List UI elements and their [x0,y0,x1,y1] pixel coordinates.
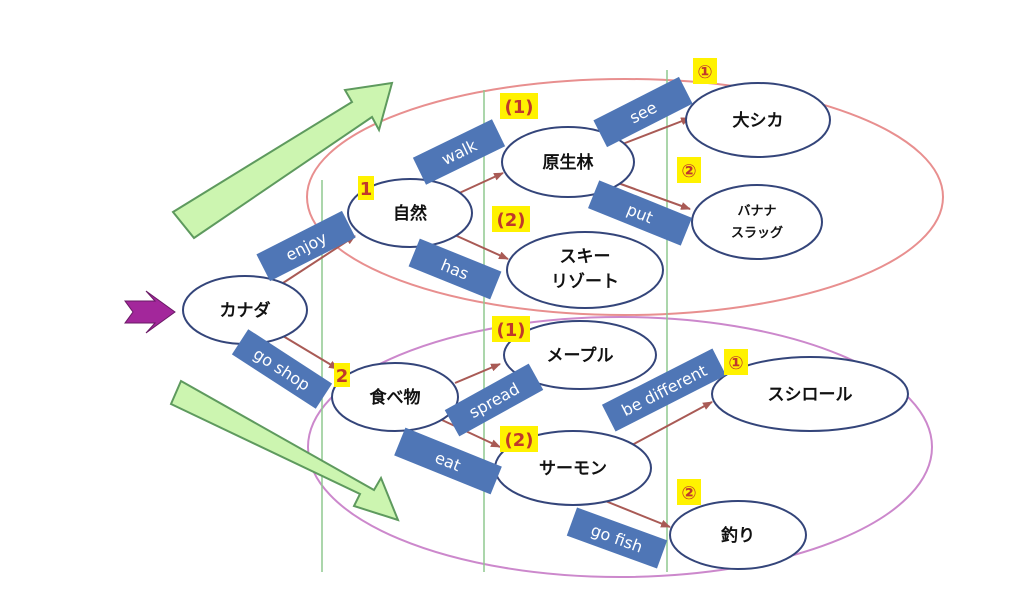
node-nature-label: 自然 [393,203,427,224]
arrow-nature-forest [454,172,504,196]
marker-maple: (1) [492,316,530,342]
node-ski-label-line1: スキー [560,247,611,267]
verb-see: see [593,76,693,148]
marker-ski-label: (2) [497,210,526,231]
marker-salmon: (2) [500,426,538,452]
arrow-food-maple [454,363,501,384]
marker-slug: ② [677,157,701,183]
arrow-forest-slug [617,182,691,210]
marker-deer: ① [693,58,717,84]
marker-deer-label: ① [697,62,712,83]
marker-fishing: ② [677,479,701,505]
verb-go-shop: go shop [231,329,333,409]
node-canada-label: カナダ [220,300,271,321]
entry-arrow-icon [124,290,176,334]
verb-walk: walk [412,119,506,185]
node-slug-label-line1: バナナ [737,204,776,219]
node-forest: 原生林 [501,126,635,198]
node-ski-label-line2: リゾート [551,272,619,292]
marker-sushi: ① [724,349,748,375]
node-sushi-label: スシロール [768,385,853,405]
arrow-nature-ski [447,231,509,260]
big-up-arrow-icon [171,81,394,240]
marker-food-label: 2 [336,366,349,387]
marker-salmon-label: (2) [505,430,534,451]
node-deer-label: 大シカ [733,110,784,131]
marker-forest-label: (1) [505,97,534,118]
node-canada: カナダ [182,275,308,345]
marker-forest: (1) [500,93,538,119]
arrow-salmon-sushi [631,401,713,446]
marker-maple-label: (1) [497,320,526,341]
verb-put: put [588,180,692,246]
arrow-food-salmon [441,419,501,448]
big-down-arrow-icon [169,379,400,522]
node-salmon-label: サーモン [539,459,607,479]
marker-sushi-label: ① [728,353,743,374]
node-food: 食べ物 [331,362,459,432]
node-food-label: 食べ物 [370,387,421,408]
node-fishing-label: 釣り [721,525,755,546]
node-ski-resort: スキー リゾート [506,231,664,309]
marker-food: 2 [334,363,350,387]
marker-fishing-label: ② [681,483,696,504]
node-fishing: 釣り [669,500,807,570]
arrow-salmon-fishing [597,497,671,528]
verb-go-fish: go fish [566,507,668,569]
arrow-canada-food [277,332,339,370]
marker-nature-label: 1 [360,179,373,200]
marker-ski: (2) [492,206,530,232]
node-forest-label: 原生林 [543,152,594,173]
node-sushi-roll: スシロール [711,356,909,432]
verb-has: has [408,238,502,300]
lower-group-ellipse [307,316,933,578]
verb-eat: eat [394,427,502,495]
marker-slug-label: ② [681,161,696,182]
upper-group-ellipse [306,78,944,316]
node-maple-label: メープル [547,345,614,366]
arrow-forest-deer [619,117,691,146]
node-nature: 自然 [347,178,473,248]
node-maple: メープル [503,320,657,390]
node-deer: 大シカ [685,82,831,158]
node-banana-slug: バナナ スラッグ [691,184,823,260]
marker-nature: 1 [358,176,374,200]
verb-spread: spread [444,363,544,437]
node-slug-label-line2: スラッグ [731,225,783,241]
